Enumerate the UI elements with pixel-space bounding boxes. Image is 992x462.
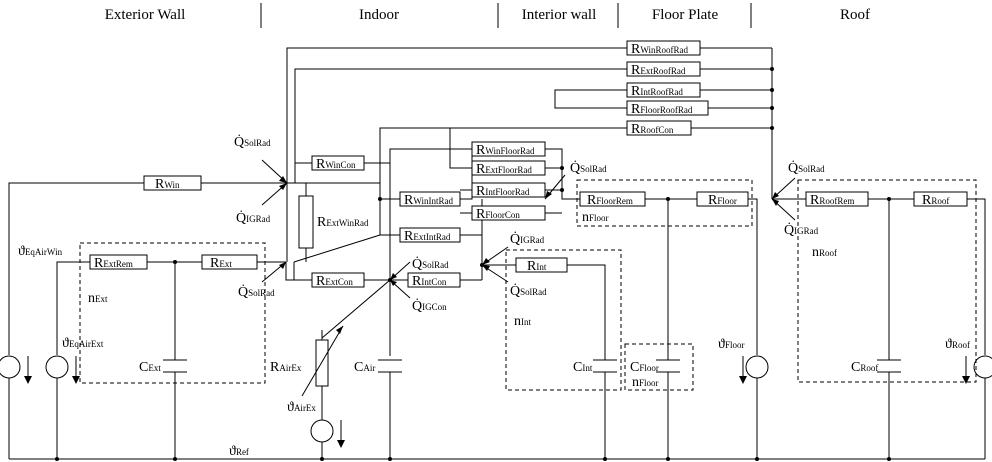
label-c-floor: CFloor <box>630 360 659 375</box>
resistors <box>89 40 968 397</box>
label-n-floor-top: nFloor <box>582 210 609 225</box>
heat-flow-arrows <box>261 159 796 299</box>
label-r-introofrad: RIntRoofRad <box>631 84 683 99</box>
label-r-intcon: RIntCon <box>412 274 447 289</box>
label-r-roofcon: RRoofCon <box>631 122 674 137</box>
label-r-ext: RExt <box>210 256 232 271</box>
label-t-airex: ϑAirEx <box>287 400 316 415</box>
label-r-winintrad: RWinIntRad <box>404 193 453 208</box>
label-r-floor: RFloor <box>708 193 737 208</box>
label-r-extfloorrad: RExtFloorRad <box>476 162 532 177</box>
label-n-floor-bottom: nFloor <box>632 375 659 390</box>
label-c-ext: CExt <box>139 360 161 375</box>
label-r-floorcon: RFloorCon <box>476 207 520 222</box>
label-r-extwinrad: RExtWinRad <box>317 215 369 230</box>
label-q-solrad-win: Q̇SolRad <box>234 133 271 150</box>
label-t-roof: ϑRoof <box>945 337 970 352</box>
label-t-ref: ϑRef <box>229 444 249 459</box>
label-r-extcon: RExtCon <box>316 274 353 289</box>
label-q-igcon: Q̇IGCon <box>412 297 447 314</box>
label-r-extintrad: RExtIntRad <box>404 229 451 244</box>
section-headers: Exterior Wall Indoor Interior wall Floor… <box>105 3 870 28</box>
label-r-winfloorrad: RWinFloorRad <box>476 143 535 158</box>
label-r-extrem: RExtRem <box>94 256 133 271</box>
label-r-roof: RRoof <box>922 193 949 208</box>
label-t-eqairwin: ϑEqAirWin <box>18 244 63 259</box>
temperature-labels: ϑEqAirWin ϑEqAirExt ϑAirEx ϑFloor ϑRoof … <box>18 244 970 459</box>
zone-labels: nExt nInt nFloor nFloor nRoof <box>88 210 837 390</box>
label-q-igrad-win: Q̇IGRad <box>236 209 271 226</box>
label-q-solrad-air: Q̇SolRad <box>412 255 449 272</box>
resistor-labels: RWinRoofRad RExtRoofRad RIntRoofRad RFlo… <box>94 42 949 375</box>
header-roof: Roof <box>840 7 870 23</box>
label-t-floor: ϑFloor <box>718 337 744 352</box>
label-c-air: CAir <box>354 360 375 375</box>
label-c-roof: CRoof <box>851 360 878 375</box>
label-r-winroofrad: RWinRoofRad <box>631 42 688 57</box>
label-c-int: CInt <box>573 360 593 375</box>
label-n-roof: nRoof <box>812 245 837 260</box>
label-r-roofrem: RRoofRem <box>810 193 854 208</box>
label-q-solrad-int: Q̇SolRad <box>510 282 547 299</box>
heat-flow-labels: Q̇SolRad Q̇IGRad Q̇SolRad Q̇SolRad Q̇IGC… <box>234 133 825 314</box>
label-n-int: nInt <box>514 314 531 329</box>
zone-boxes <box>79 179 977 391</box>
label-q-igrad-roof: Q̇IGRad <box>784 221 819 238</box>
label-q-igrad-int: Q̇IGRad <box>510 230 545 247</box>
label-r-intfloorrad: RIntFloorRad <box>476 184 530 199</box>
junctions <box>55 67 891 461</box>
label-r-floorrem: RFloorRem <box>587 193 633 208</box>
capacitors <box>163 359 901 373</box>
label-n-ext: nExt <box>88 291 108 306</box>
label-r-extroofrad: RExtRoofRad <box>631 63 686 78</box>
wires <box>8 47 986 460</box>
label-r-int: RInt <box>527 259 547 274</box>
header-floor-plate: Floor Plate <box>652 7 719 23</box>
capacitor-labels: CExt CAir CInt CFloor CRoof <box>139 360 878 375</box>
label-q-solrad-roof: Q̇SolRad <box>788 159 825 176</box>
label-r-win: RWin <box>155 177 180 192</box>
header-interior-wall: Interior wall <box>522 7 597 23</box>
header-indoor: Indoor <box>359 7 399 23</box>
label-r-floorroofrad: RFloorRoofRad <box>631 102 693 117</box>
temperature-sources <box>0 355 992 448</box>
label-q-solrad-ext: Q̇SolRad <box>238 283 275 300</box>
label-r-wincon: RWinCon <box>316 157 356 172</box>
header-exterior-wall: Exterior Wall <box>105 7 186 23</box>
label-t-eqairext: ϑEqAirExt <box>62 336 104 351</box>
label-r-airex: RAirEx <box>270 360 302 375</box>
label-q-solrad-int-top: Q̇SolRad <box>570 159 607 176</box>
